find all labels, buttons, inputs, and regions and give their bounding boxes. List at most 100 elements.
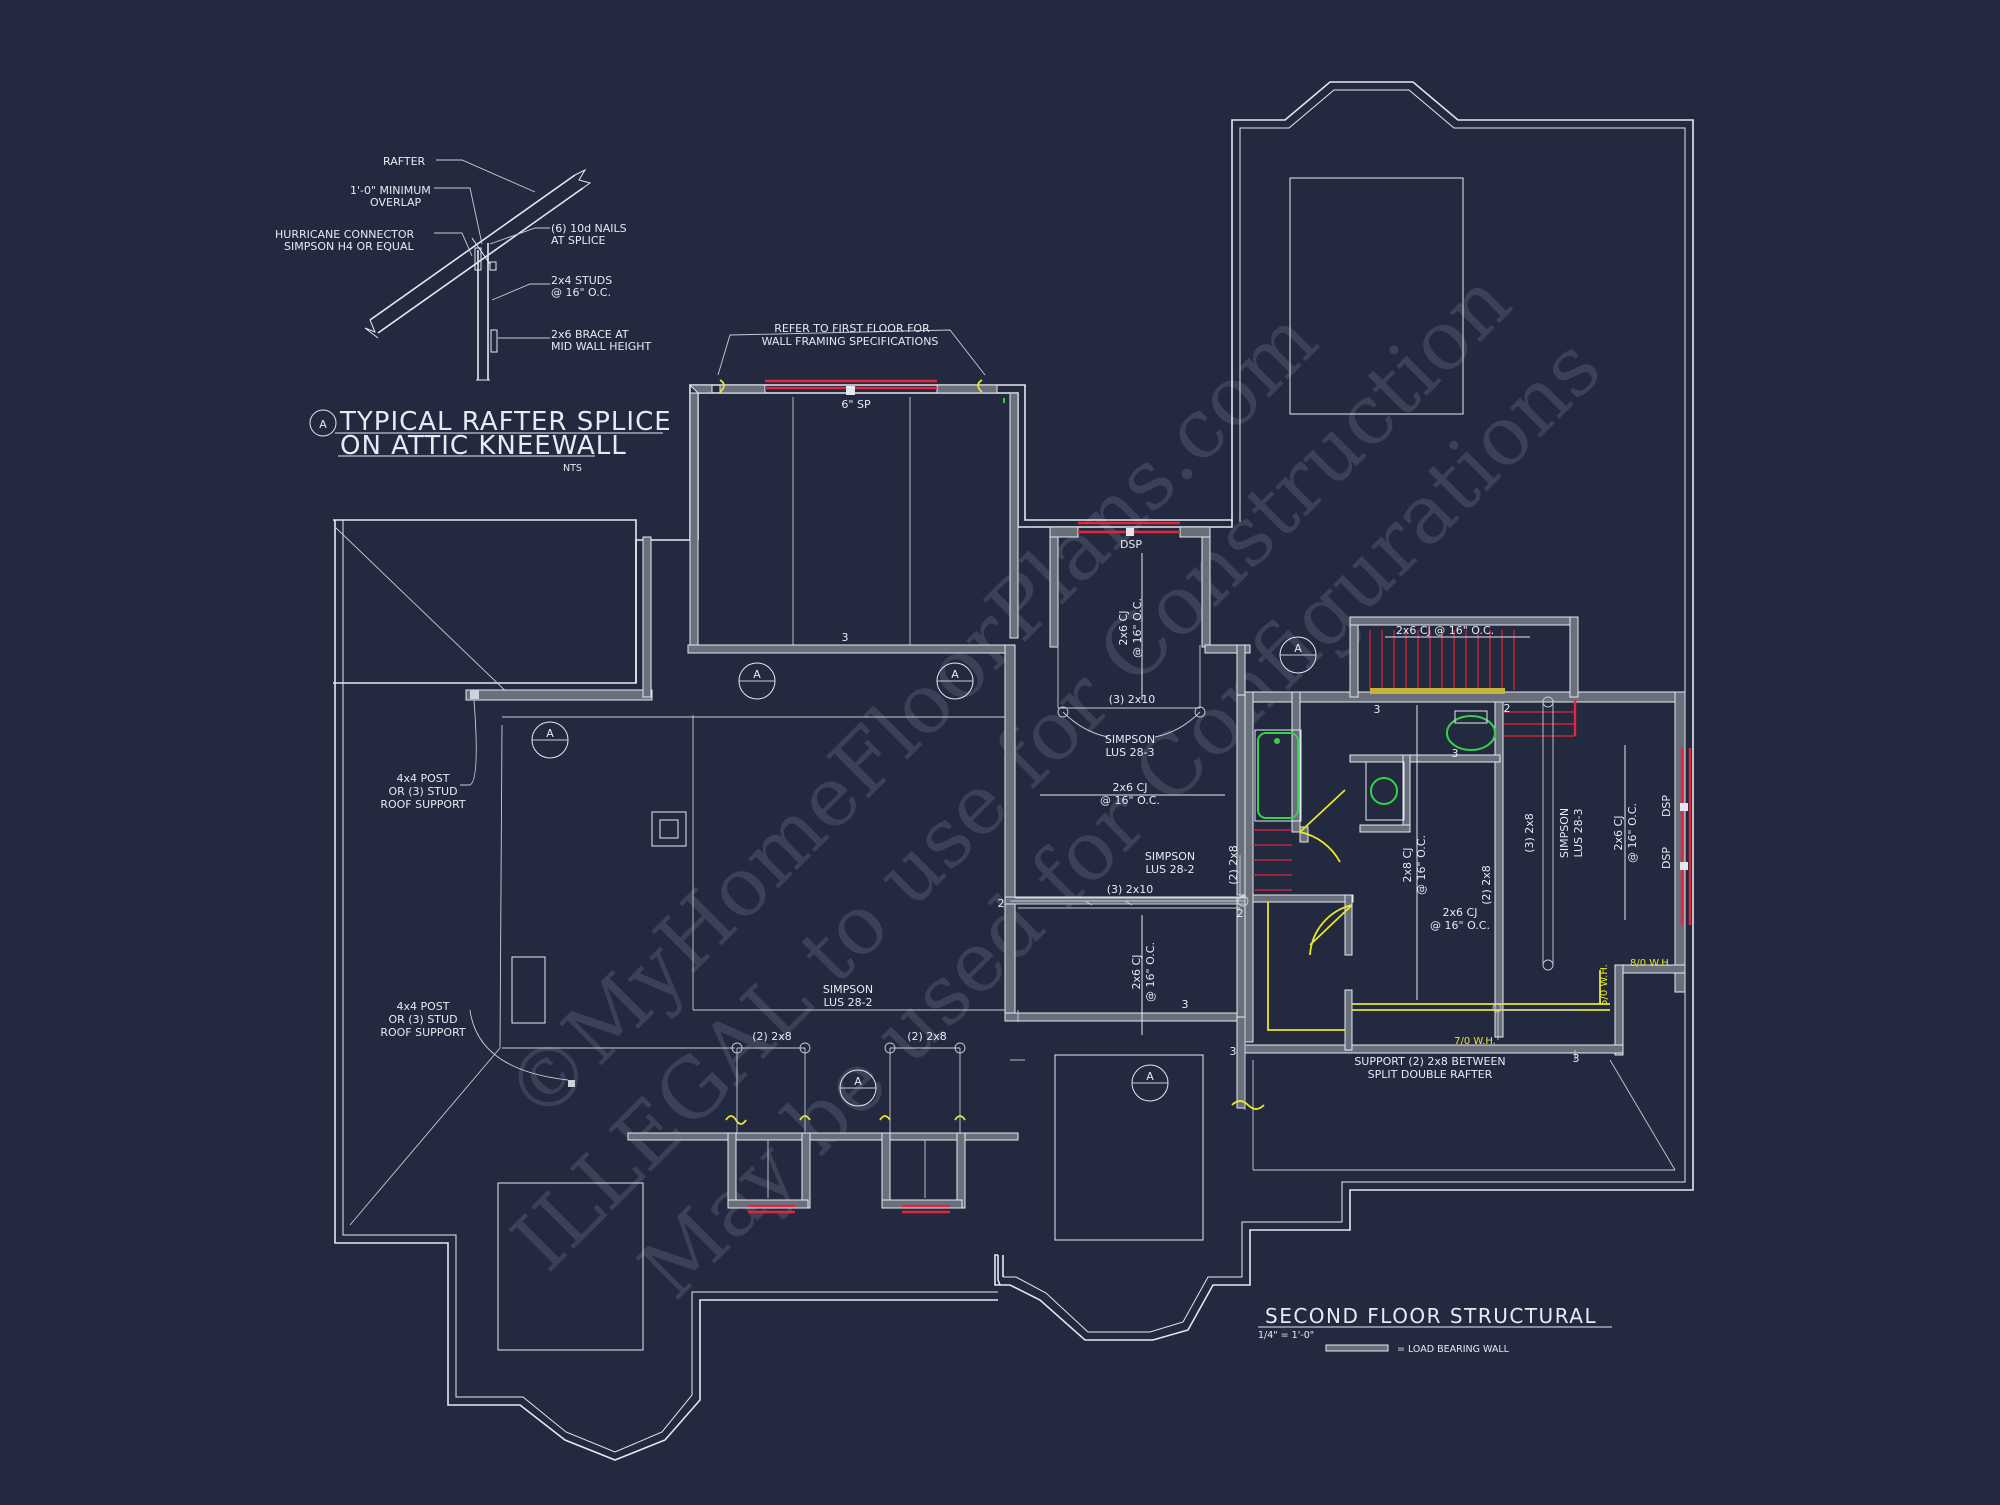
svg-text:DSP: DSP	[1660, 795, 1673, 817]
svg-text:LUS 28-2: LUS 28-2	[823, 996, 872, 1009]
svg-text:4x4 POST: 4x4 POST	[397, 772, 450, 785]
plan-title: SECOND FLOOR STRUCTURAL	[1265, 1304, 1597, 1328]
svg-text:@ 16" O.C.: @ 16" O.C.	[1415, 835, 1428, 895]
svg-text:@ 16" O.C.: @ 16" O.C.	[1430, 919, 1490, 932]
svg-text:A: A	[319, 418, 327, 431]
detail-scale: NTS	[563, 463, 582, 474]
svg-text:@ 16" O.C.: @ 16" O.C.	[551, 286, 611, 299]
svg-text:6" SP: 6" SP	[841, 398, 871, 411]
svg-text:1'-0" MINIMUM: 1'-0" MINIMUM	[350, 184, 431, 197]
svg-text:8/0 W.H.: 8/0 W.H.	[1630, 958, 1672, 969]
svg-text:SIMPSON H4 OR EQUAL: SIMPSON H4 OR EQUAL	[284, 240, 414, 253]
load-bearing-walls	[465, 536, 1251, 1141]
svg-text:AT SPLICE: AT SPLICE	[551, 234, 606, 247]
svg-text:2x6 CJ: 2x6 CJ	[1612, 816, 1625, 851]
svg-text:DSP: DSP	[1660, 847, 1673, 869]
plan-notes-rotated: 2x6 CJ @ 16" O.C. (2) 2x8 2x6 CJ @ 16" O…	[1117, 598, 1673, 1006]
svg-text:4x4 POST: 4x4 POST	[397, 1000, 450, 1013]
svg-text:MID WALL HEIGHT: MID WALL HEIGHT	[551, 340, 652, 353]
svg-text:OR (3) STUD: OR (3) STUD	[388, 785, 457, 798]
svg-text:SUPPORT (2) 2x8 BETWEEN: SUPPORT (2) 2x8 BETWEEN	[1354, 1055, 1505, 1068]
svg-text:(3) 2x10: (3) 2x10	[1109, 693, 1156, 706]
svg-text:2x6 CJ @ 16" O.C.: 2x6 CJ @ 16" O.C.	[1396, 624, 1494, 637]
svg-text:REFER TO FIRST FLOOR FOR: REFER TO FIRST FLOOR FOR	[774, 322, 930, 335]
drawing-title-block: SECOND FLOOR STRUCTURAL 1/4" = 1'-0" = L…	[1258, 1304, 1612, 1355]
center-beams	[1010, 706, 1249, 1110]
svg-text:2x6 CJ: 2x6 CJ	[1117, 611, 1130, 646]
section-markers: A A A A A A A	[531, 636, 1317, 1107]
rafter-splice-detail: RAFTER 1'-0" MINIMUM OVERLAP HURRICANE C…	[275, 155, 672, 474]
legend-swatch	[1325, 1344, 1389, 1352]
svg-text:A: A	[546, 727, 554, 740]
svg-text:(2) 2x8: (2) 2x8	[1480, 865, 1493, 905]
svg-text:A: A	[951, 668, 959, 681]
dimension-arrows	[1040, 553, 1626, 1035]
svg-text:LUS 28-3: LUS 28-3	[1105, 746, 1154, 759]
svg-text:ROOF SUPPORT: ROOF SUPPORT	[380, 798, 466, 811]
svg-text:2: 2	[1504, 702, 1511, 715]
svg-text:SIMPSON: SIMPSON	[1558, 808, 1571, 858]
detail-marker	[309, 409, 337, 437]
svg-text:2x8 CJ: 2x8 CJ	[1401, 848, 1414, 883]
svg-text:RAFTER: RAFTER	[383, 155, 426, 168]
attic-openings	[497, 177, 1464, 1351]
svg-text:SPLIT DOUBLE RAFTER: SPLIT DOUBLE RAFTER	[1368, 1068, 1493, 1081]
svg-text:@ 16" O.C.: @ 16" O.C.	[1626, 803, 1639, 863]
section-marker[interactable]: A	[1131, 1064, 1169, 1102]
svg-text:@ 16" O.C.: @ 16" O.C.	[1131, 598, 1144, 658]
svg-text:3: 3	[1230, 1045, 1237, 1058]
svg-text:OR (3) STUD: OR (3) STUD	[388, 1013, 457, 1026]
legend-text: = LOAD BEARING WALL	[1397, 1344, 1510, 1355]
svg-text:A: A	[1146, 1070, 1154, 1083]
detail-title-line-1: TYPICAL RAFTER SPLICE	[339, 407, 672, 437]
svg-text:7/0 W.H.: 7/0 W.H.	[1454, 1036, 1496, 1047]
roof-posts	[460, 690, 575, 1087]
svg-text:3: 3	[1452, 747, 1459, 760]
svg-text:LUS 28-2: LUS 28-2	[1145, 863, 1194, 876]
svg-text:A: A	[1294, 642, 1302, 655]
svg-text:DSP: DSP	[1120, 538, 1142, 551]
section-marker[interactable]: A	[531, 721, 569, 759]
svg-text:@ 16" O.C.: @ 16" O.C.	[1100, 794, 1160, 807]
section-marker[interactable]: A	[839, 1069, 877, 1107]
section-marker[interactable]: A	[936, 662, 974, 700]
svg-text:5/0 W.H.: 5/0 W.H.	[1599, 964, 1610, 1006]
svg-text:A: A	[753, 668, 761, 681]
svg-text:2: 2	[998, 897, 1005, 910]
svg-text:2x6 CJ: 2x6 CJ	[1113, 781, 1148, 794]
svg-text:(2) 2x8: (2) 2x8	[752, 1030, 792, 1043]
svg-text:(6) 10d NAILS: (6) 10d NAILS	[551, 222, 627, 235]
svg-text:HURRICANE CONNECTOR: HURRICANE CONNECTOR	[275, 228, 415, 241]
plan-notes: REFER TO FIRST FLOOR FOR WALL FRAMING SP…	[380, 322, 1671, 1081]
svg-text:SIMPSON: SIMPSON	[1145, 850, 1195, 863]
svg-text:2x6 BRACE AT: 2x6 BRACE AT	[551, 328, 629, 341]
svg-text:2: 2	[1237, 907, 1244, 920]
roof-outline	[333, 81, 1694, 1461]
bath-block	[1244, 616, 1692, 1060]
section-marker[interactable]: A	[738, 662, 776, 700]
svg-text:3: 3	[1374, 703, 1381, 716]
plan-scale: 1/4" = 1'-0"	[1258, 1330, 1314, 1341]
dsp-stair-bay	[1049, 521, 1211, 709]
section-marker[interactable]: A	[1279, 636, 1317, 674]
svg-text:(2) 2x8: (2) 2x8	[1227, 845, 1240, 885]
attic-framing-lines	[502, 715, 1240, 1049]
svg-text:@ 16" O.C.: @ 16" O.C.	[1144, 942, 1157, 1002]
svg-text:LUS 28-3: LUS 28-3	[1572, 808, 1585, 857]
svg-text:2x6 CJ: 2x6 CJ	[1130, 955, 1143, 990]
svg-text:3: 3	[1573, 1052, 1580, 1065]
svg-text:OVERLAP: OVERLAP	[370, 196, 421, 209]
bottom-bays	[725, 1042, 1265, 1214]
svg-text:2x6 CJ: 2x6 CJ	[1443, 906, 1478, 919]
svg-text:A: A	[854, 1075, 862, 1088]
svg-text:(2) 2x8: (2) 2x8	[907, 1030, 947, 1043]
svg-text:3: 3	[842, 631, 849, 644]
top-bay	[635, 329, 1233, 683]
svg-text:SIMPSON: SIMPSON	[1105, 733, 1155, 746]
svg-text:ROOF SUPPORT: ROOF SUPPORT	[380, 1026, 466, 1039]
svg-text:SIMPSON: SIMPSON	[823, 983, 873, 996]
svg-text:WALL FRAMING SPECIFICATIONS: WALL FRAMING SPECIFICATIONS	[762, 335, 939, 348]
svg-text:2x4 STUDS: 2x4 STUDS	[551, 274, 612, 287]
